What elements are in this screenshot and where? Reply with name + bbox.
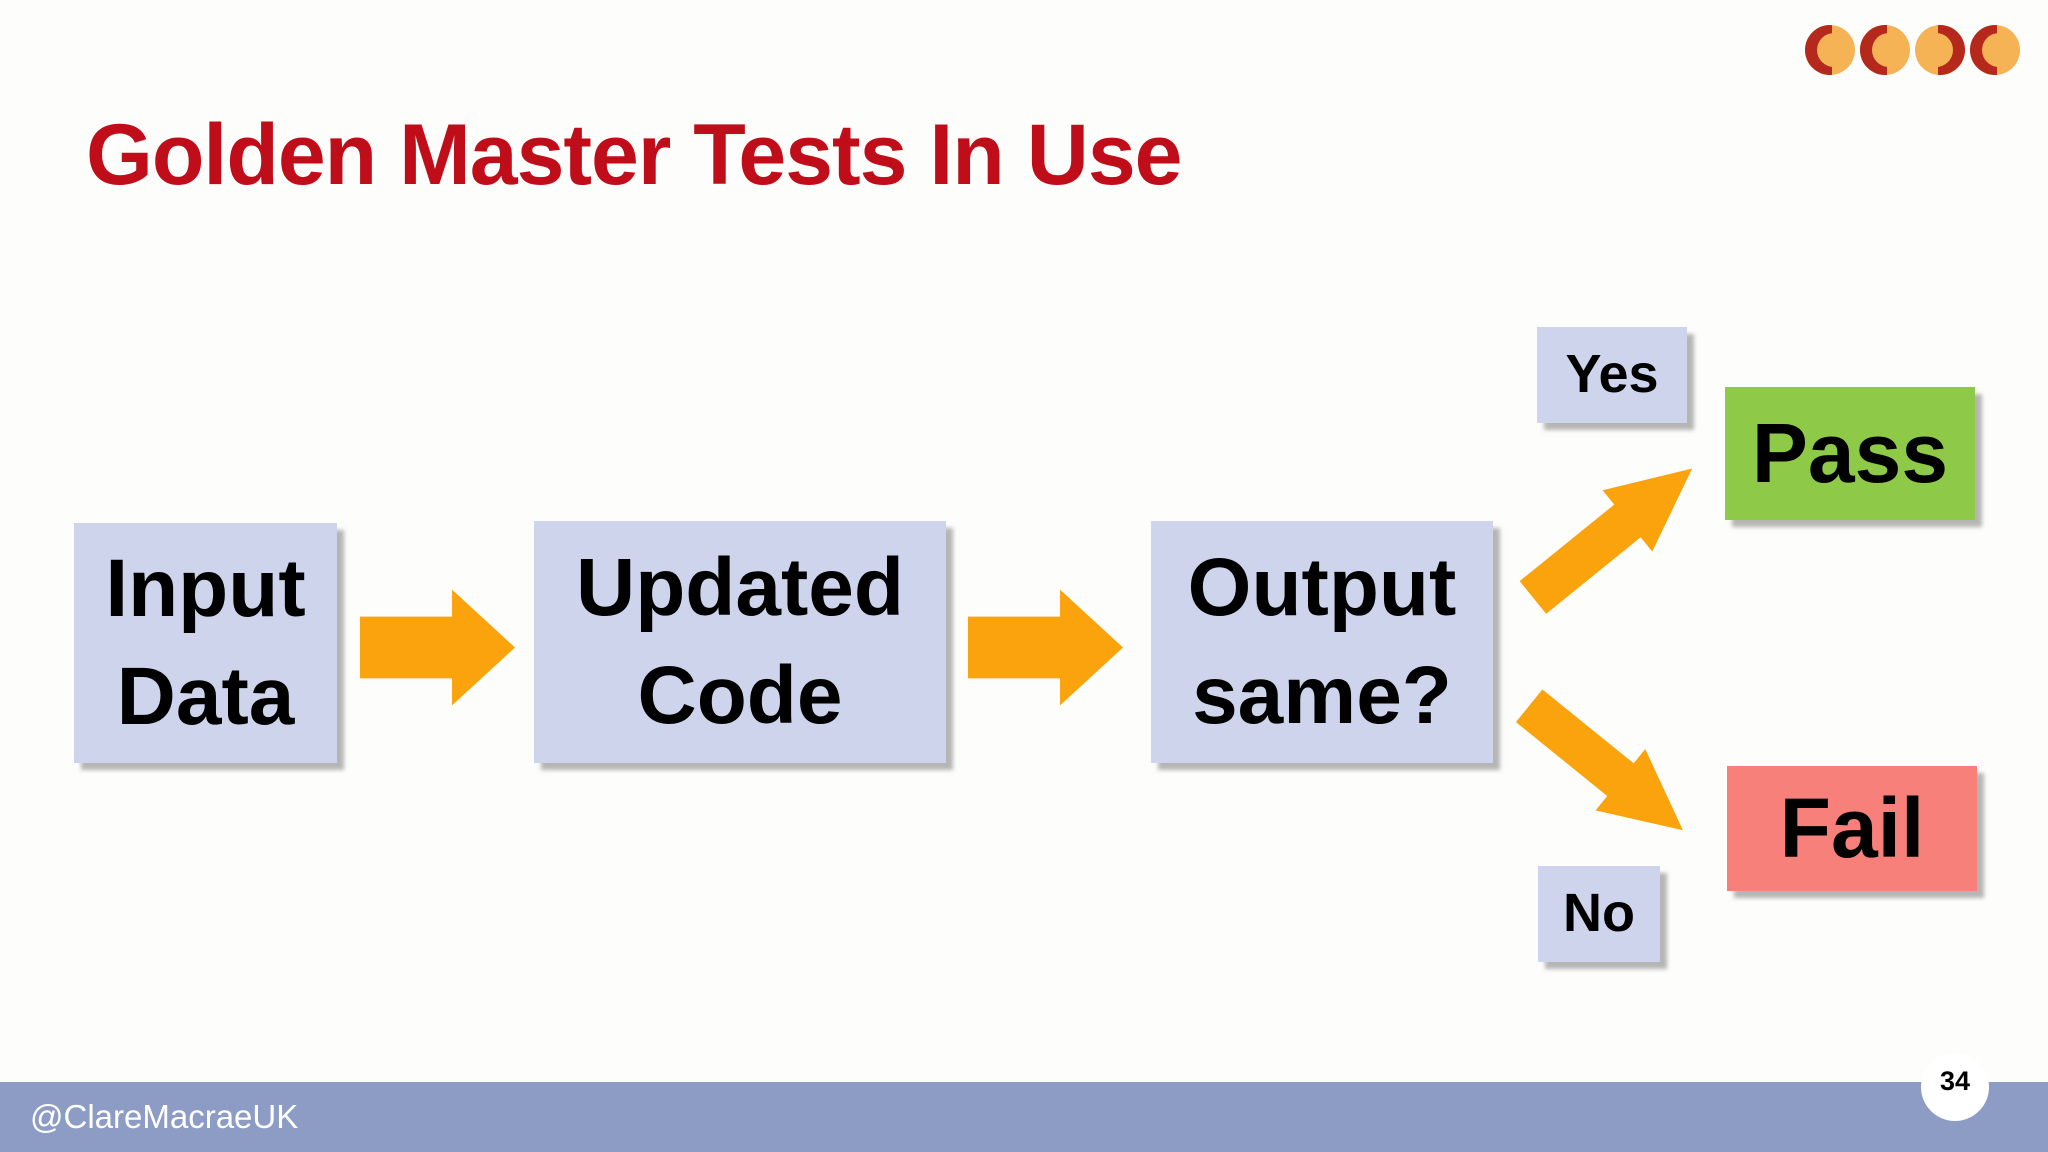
page-number: 34 [1939,1065,1971,1096]
twitter-handle: @ClareMacraeUK [30,1098,299,1135]
node-line: Output [1187,541,1457,633]
flow-node-updated-code: Updated Code [534,521,946,763]
logo-circle-icon [1970,25,2020,75]
arrow-down-right-icon [1500,670,1712,866]
node-line: same? [1192,650,1452,741]
footer-bar: @ClareMacraeUK [0,1082,2048,1152]
slide-title: Golden Master Tests In Use [86,107,1182,203]
node-line: Input [105,542,306,634]
logo-circle-icon [1805,25,1855,75]
result-node-pass: Pass [1725,387,1975,520]
node-line: Code [637,650,843,741]
logo-circle-icon [1860,25,1910,75]
branch-label-no: No [1538,866,1660,962]
node-line: Data [116,651,295,742]
arrow-right-icon [968,580,1123,715]
flow-node-input-data: Input Data [74,523,337,763]
logo-circle-icon [1915,25,1965,75]
branch-label-yes: Yes [1537,327,1687,423]
page-number-badge: 34 [1921,1053,1989,1121]
result-node-fail: Fail [1727,766,1977,891]
node-line: Fail [1779,781,1925,876]
node-line: Yes [1565,344,1659,405]
node-line: Pass [1751,406,1949,501]
node-line: Updated [576,541,904,633]
flow-node-output-same: Output same? [1151,521,1493,763]
conference-logo [1805,25,2020,75]
arrow-up-right-icon [1504,433,1721,634]
node-line: No [1563,883,1635,944]
arrow-right-icon [360,580,515,715]
